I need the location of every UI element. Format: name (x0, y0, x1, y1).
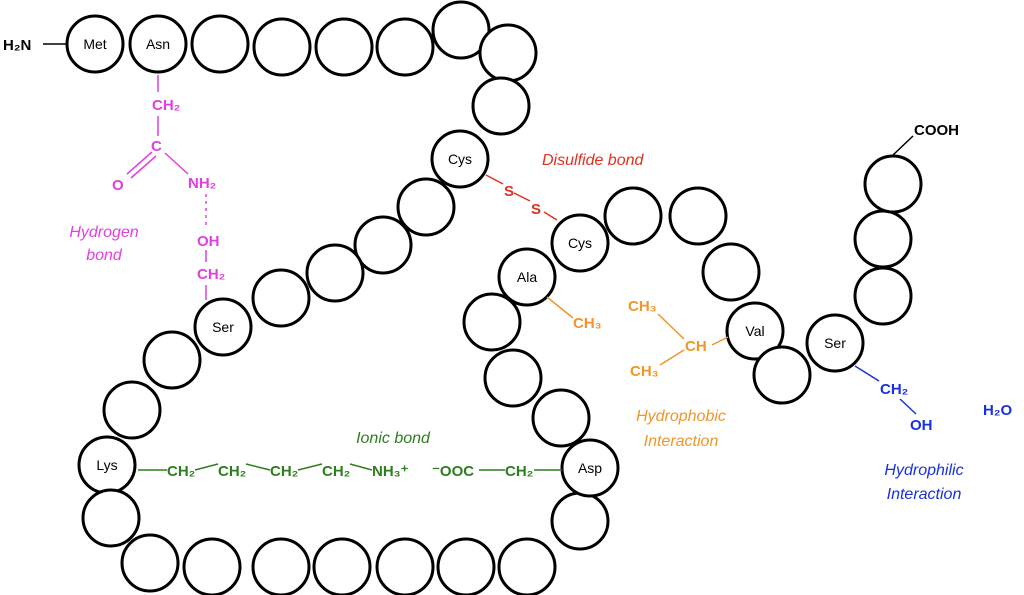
lys-ch2-3: CH₂ (270, 463, 298, 480)
residue-label-ser2: Ser (824, 335, 846, 351)
residue-asp: Asp (560, 438, 620, 498)
asp-ch2: CH₂ (505, 463, 533, 480)
val-ch3-top: CH₃ (628, 298, 657, 315)
residue-label-ser1: Ser (212, 319, 234, 335)
disulfide-bond-group: S S Disulfide bond (485, 152, 645, 221)
water-molecule: H₂O (983, 402, 1012, 419)
residue-circle (853, 266, 913, 326)
residue-label-cys2: Cys (568, 235, 592, 251)
lys-nh3-plus: NH₃⁺ (372, 463, 409, 480)
residue-val: Val (725, 301, 785, 361)
ala-ch3: CH₃ (573, 315, 602, 332)
residue-circle (531, 388, 591, 448)
carbonyl-carbon: C (151, 138, 162, 155)
residue-circle (853, 209, 913, 269)
residue-circle (483, 348, 543, 408)
val-ch: CH (685, 338, 707, 355)
residue-label-asp: Asp (578, 460, 602, 476)
residue-circle (863, 154, 923, 214)
residue-circle (497, 537, 557, 595)
ser-oh-hydrophilic: OH (910, 417, 933, 434)
residue-circle (81, 488, 141, 548)
residue-circle (603, 186, 663, 246)
residue-label-val: Val (745, 323, 764, 339)
residue-met: Met (65, 14, 125, 74)
residue-circle (375, 17, 435, 77)
residue-lys: Lys (77, 435, 137, 495)
n-terminus-label: H₂N (3, 37, 31, 54)
residue-label-asn: Asn (146, 36, 170, 52)
c-terminus: COOH (892, 122, 959, 156)
hydrophilic-interaction-group: CH₂ OH H₂O Hydrophilic Interaction (854, 365, 1012, 503)
val-ch3-bottom: CH₃ (630, 363, 659, 380)
asn-nh2: NH₂ (188, 175, 216, 192)
residue-circle (190, 14, 250, 74)
residue-ala: Ala (497, 247, 557, 307)
residue-circle (314, 17, 374, 77)
residue-circle (375, 537, 435, 595)
residue-circle (305, 243, 365, 303)
n-terminus: H₂N (3, 37, 66, 54)
residue-circle (396, 177, 456, 237)
c-terminus-label: COOH (914, 122, 959, 139)
residue-circle (102, 380, 162, 440)
residue-cys2: Cys (550, 213, 610, 273)
residue-label-cys1: Cys (448, 151, 472, 167)
residue-ser2: Ser (805, 313, 865, 373)
residue-circle (142, 330, 202, 390)
hydrogen-bond-caption-line1: Hydrogen (69, 224, 138, 241)
residue-label-met: Met (83, 36, 106, 52)
asn-ch2: CH₂ (152, 97, 180, 114)
carbonyl-oxygen: O (112, 177, 124, 194)
residue-cys1: Cys (430, 129, 490, 189)
residue-asn: Asn (128, 14, 188, 74)
residue-circle (252, 17, 312, 77)
hydrophobic-caption-line1: Hydrophobic (636, 408, 726, 425)
sulfur-2: S (531, 201, 541, 218)
hydrophobic-caption-line2: Interaction (644, 433, 719, 450)
residue-circle (251, 537, 311, 595)
sulfur-1: S (504, 183, 514, 200)
lys-ch2-4: CH₂ (322, 463, 350, 480)
residue-circle (462, 292, 522, 352)
residue-circle (550, 491, 610, 551)
residue-circle (668, 186, 728, 246)
hydrophilic-caption-line2: Interaction (887, 486, 962, 503)
hydrophilic-caption-line1: Hydrophilic (884, 462, 963, 479)
residue-circle (120, 533, 180, 593)
residue-circle (251, 268, 311, 328)
hydrophobic-interaction-group: CH₃ CH₃ CH CH₃ Hydrophobic Interaction (546, 296, 729, 450)
residue-circle (431, 0, 491, 60)
ser-ch2: CH₂ (197, 266, 225, 283)
residue-label-ala: Ala (517, 269, 537, 285)
lys-ch2-1: CH₂ (167, 463, 195, 480)
residue-circle (182, 537, 242, 595)
residue-circle (478, 23, 538, 83)
residue-circle (353, 215, 413, 275)
asp-carboxylate: ⁻OOC (432, 463, 474, 480)
residue-circle (471, 76, 531, 136)
hydrogen-bond-group: CH₂ C O NH₂ OH CH₂ Hydrogen bond (69, 75, 225, 300)
ionic-bond-group: Ionic bond CH₂ CH₂ CH₂ CH₂ NH₃⁺ ⁻OOC CH₂ (138, 430, 562, 480)
ser-ch2-hydrophilic: CH₂ (880, 381, 908, 398)
ser-oh: OH (197, 233, 220, 250)
hydrogen-bond-caption-line2: bond (86, 247, 123, 264)
residue-circle (436, 537, 496, 595)
residue-ser1: Ser (193, 297, 253, 357)
residue-circle (701, 242, 761, 302)
ionic-bond-caption: Ionic bond (356, 430, 431, 447)
disulfide-bond-caption: Disulfide bond (542, 152, 645, 169)
residue-circle (312, 537, 372, 595)
lys-ch2-2: CH₂ (218, 463, 246, 480)
residue-label-lys: Lys (96, 457, 117, 473)
residue-circle (752, 345, 812, 405)
